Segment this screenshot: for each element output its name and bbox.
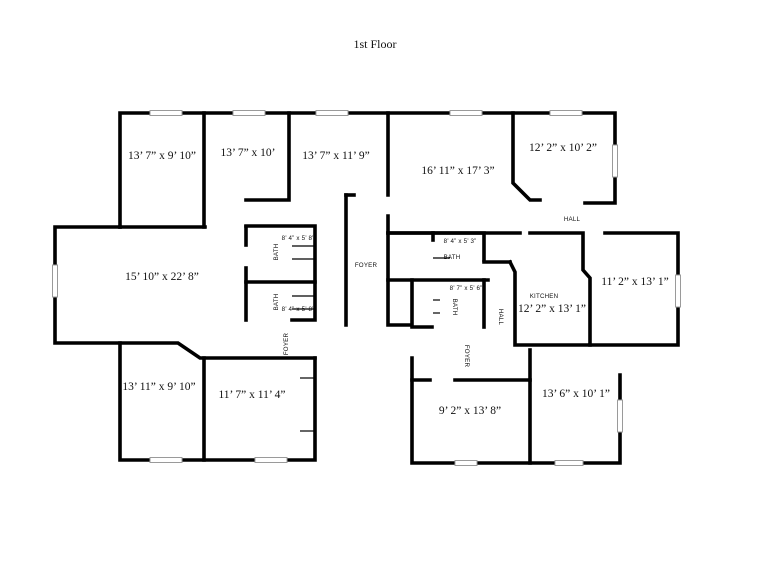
room-labels: 13’ 7” x 9’ 10” 13’ 7” x 10’ 13’ 7” x 11…	[122, 142, 668, 417]
bath-size-3: 8’ 4” x 5’ 3”	[444, 238, 477, 245]
room-label-4: 16’ 11” x 17’ 3”	[421, 165, 494, 177]
floor-title: 1st Floor	[353, 37, 396, 51]
room-label-7: 11’ 2” x 13’ 1”	[601, 276, 668, 288]
hall-label-side: HALL	[497, 309, 504, 326]
walls	[53, 111, 680, 465]
hall-label-top: HALL	[564, 216, 581, 223]
room-label-9: 13’ 11” x 9’ 10”	[122, 381, 195, 393]
room-label-11: 9’ 2” x 13’ 8”	[439, 405, 501, 417]
bath-size-4: 8’ 7” x 5’ 6”	[450, 285, 483, 292]
bath-label-2: BATH	[273, 294, 280, 311]
bath-label-4: BATH	[451, 299, 458, 316]
room-label-3: 13’ 7” x 11’ 9”	[302, 150, 369, 162]
bath-label-1: BATH	[273, 244, 280, 261]
room-label-8: 12’ 2” x 13’ 1”	[518, 303, 586, 315]
foyer-label-center: FOYER	[355, 262, 378, 269]
bath-size-2: 8’ 4” x 5’ 8”	[282, 306, 315, 313]
kitchen-label: KITCHEN	[530, 293, 559, 300]
small-labels: BATH 8’ 4” x 5’ 8” BATH 8’ 4” x 5’ 8” FO…	[273, 216, 580, 367]
room-label-1: 13’ 7” x 9’ 10”	[128, 150, 196, 162]
foyer-label-right: FOYER	[463, 345, 470, 368]
room-label-12: 13’ 6” x 10’ 1”	[542, 388, 610, 400]
windows	[52, 110, 681, 466]
room-label-5: 12’ 2” x 10’ 2”	[529, 142, 597, 154]
room-label-2: 13’ 7” x 10’	[220, 147, 275, 159]
bath-label-3: BATH	[444, 254, 461, 261]
room-label-10: 11’ 7” x 11’ 4”	[218, 389, 285, 401]
foyer-label-left: FOYER	[283, 333, 290, 356]
room-label-6: 15’ 10” x 22’ 8”	[125, 271, 199, 283]
bath-size-1: 8’ 4” x 5’ 8”	[282, 235, 315, 242]
